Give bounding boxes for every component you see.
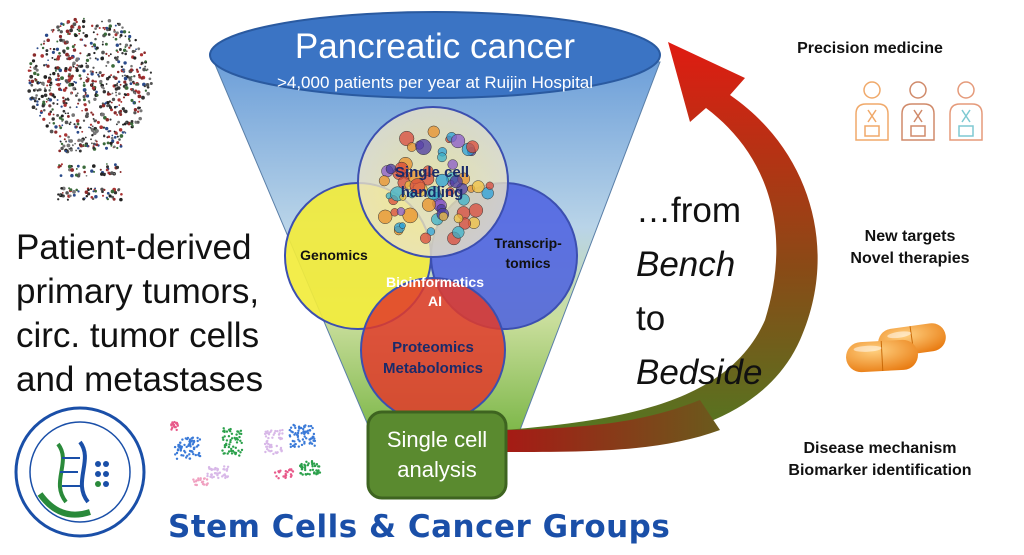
genomics-label: Genomics (300, 247, 368, 263)
transcriptomics-label-2: tomics (505, 255, 550, 271)
bench-line-2: Bench (636, 238, 762, 292)
single-cell-handling-label-1: Single cell (395, 164, 469, 181)
header-subtitle: >4,000 patients per year at Ruijin Hospi… (277, 73, 593, 92)
disease-mechanism-label: Disease mechanism Biomarker identificati… (760, 438, 1000, 482)
single-cell-analysis-box (366, 410, 508, 500)
proteomics-label-2: Metabolomics (383, 360, 483, 377)
new-targets-label: New targets Novel therapies (810, 226, 1010, 270)
center-logo (14, 406, 146, 538)
patient-line-2: primary tumors, (16, 272, 260, 311)
bench-line-1: …from (636, 191, 741, 230)
bedside-word: Bedside (636, 353, 763, 392)
arrow-tail (505, 400, 720, 452)
bench-word: Bench (636, 245, 736, 284)
patient-derived-text: Patient-derived primary tumors, circ. tu… (16, 226, 263, 402)
patient-line-1: Patient-derived (16, 228, 252, 267)
bioinformatics-label: Bioinformatics (386, 274, 484, 290)
proteomics-label-1: Proteomics (392, 339, 474, 356)
disease-mechanism-line: Disease mechanism (803, 440, 957, 457)
precision-medicine-label: Precision medicine (797, 40, 943, 57)
lightbulb-crowd-image (27, 17, 153, 202)
capsule-pills-image (846, 323, 946, 373)
patient-line-3: circ. tumor cells (16, 316, 260, 355)
analysis-label-1: Single cell (387, 427, 487, 452)
tsne-plot-2 (263, 423, 322, 480)
analysis-label-2: analysis (397, 457, 476, 482)
cell-cluster-image (378, 125, 494, 246)
bench-to-bedside-text: …from Bench to Bedside (636, 184, 762, 400)
tsne-plot-1 (170, 420, 244, 487)
header-ellipse (209, 11, 661, 99)
person-icon-teal (949, 81, 983, 141)
stem-cells-cancer-groups-title: Stem Cells & Cancer Groups (168, 509, 671, 545)
biomarker-line: Biomarker identification (788, 462, 972, 479)
header-title: Pancreatic cancer (295, 27, 575, 66)
bench-line-4: Bedside (636, 346, 762, 400)
single-cell-handling-label-2: handling (401, 184, 464, 201)
transcriptomics-label-1: Transcrip- (494, 235, 562, 251)
person-icon-brown (901, 81, 935, 141)
novel-therapies-line: Novel therapies (850, 250, 970, 267)
person-icon-orange (855, 81, 889, 141)
ai-label: AI (428, 293, 442, 309)
patient-line-4: and metastases (16, 360, 264, 399)
bench-line-3: to (636, 299, 666, 338)
precision-medicine-icons (855, 81, 983, 141)
new-targets-line: New targets (864, 228, 956, 245)
